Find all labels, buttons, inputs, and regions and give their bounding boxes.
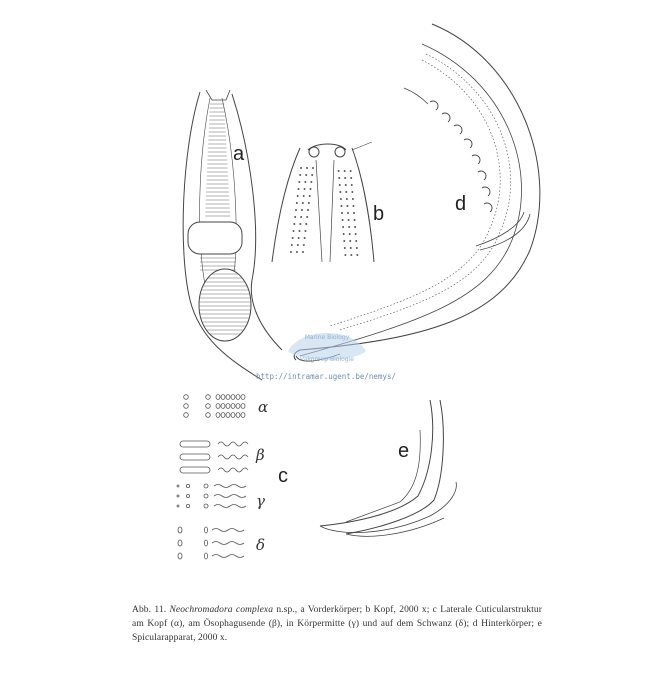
watermark-url: http://intramar.ugent.be/nemys/ [256, 372, 396, 381]
panel-label-c: c [278, 465, 288, 487]
svg-text:Marine Biology: Marine Biology [305, 334, 350, 341]
label-beta: β [256, 446, 265, 464]
panel-a-anterior-body [182, 89, 283, 381]
watermark-logo: Marine Biology Vakgroep Biologie [288, 333, 366, 363]
svg-text:Vakgroep Biologie: Vakgroep Biologie [300, 356, 354, 363]
panel-b-head [271, 141, 375, 263]
caption-prefix: Abb. 11. [132, 605, 167, 615]
panel-label-a: a [233, 143, 245, 165]
caption-text: n.sp., a Vorderkörper; b Kopf, 2000 x; c… [132, 605, 542, 643]
panel-c-cuticle-structure [176, 394, 249, 560]
panel-label-d: d [455, 193, 467, 215]
panel-label-b: b [373, 203, 385, 225]
label-delta: δ [256, 536, 266, 554]
caption-species: Neochromadora complexa [169, 605, 274, 615]
label-gamma: γ [256, 492, 265, 510]
label-alpha: α [258, 398, 269, 416]
panel-e-spicular-apparatus [319, 399, 457, 537]
panel-label-e: e [398, 440, 410, 462]
figure-caption: Abb. 11. Neochromadora complexa n.sp., a… [132, 603, 542, 645]
panel-d-posterior-body [293, 23, 541, 362]
